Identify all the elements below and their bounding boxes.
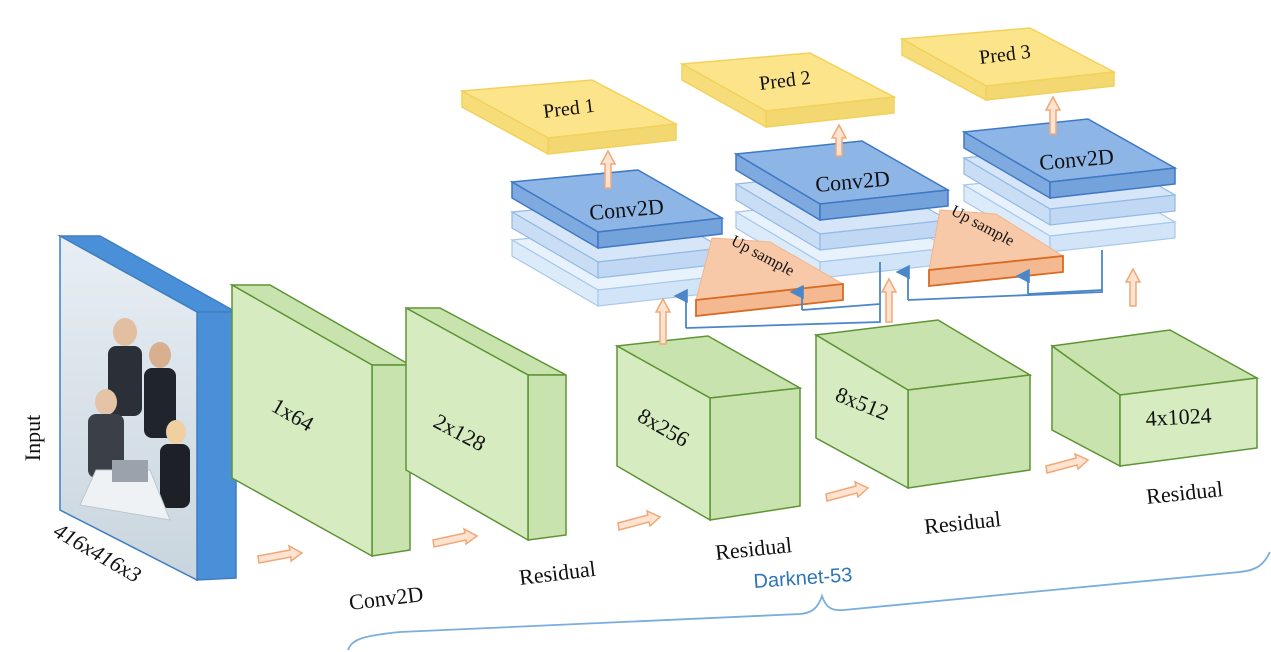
block-2-layer-label: Residual xyxy=(518,556,597,590)
head-3: Conv2D Pred 3 xyxy=(899,27,1178,254)
arrow-up-icon xyxy=(599,149,617,189)
input-image xyxy=(57,234,239,582)
backbone-block-2: 2x128 xyxy=(405,306,567,542)
arrow-right-icon xyxy=(825,480,870,502)
office-team-photo xyxy=(59,234,198,582)
head-2: Conv2D Pred 2 xyxy=(679,52,951,280)
arrow-up-icon xyxy=(1124,267,1142,307)
block-4-layer-label: Residual xyxy=(923,506,1002,539)
arrow-up-icon xyxy=(1044,95,1062,135)
arrow-right-icon xyxy=(1045,452,1090,474)
upsample-1: Up sample xyxy=(695,233,845,318)
backbone-block-4: 8x512 xyxy=(813,319,1033,490)
flow-arrows xyxy=(257,452,1090,564)
arrow-up-icon xyxy=(830,123,848,157)
block-1-layer-label: Conv2D xyxy=(348,581,425,615)
darknet-brace xyxy=(347,551,1271,651)
arrow-right-icon xyxy=(617,509,662,531)
block-5-layer-label: Residual xyxy=(1145,476,1224,509)
arrow-right-icon xyxy=(257,544,304,564)
head-1: Conv2D Pred 1 xyxy=(459,79,725,308)
block-3-layer-label: Residual xyxy=(714,532,793,565)
backbone-block-3: 8x256 xyxy=(614,335,803,522)
input-label: Input xyxy=(20,415,45,461)
backbone-block-1: 1x64 xyxy=(229,283,413,558)
block-5-volume: 4x1024 xyxy=(1145,403,1212,431)
arrow-up-icon xyxy=(654,297,672,345)
skip-connectors xyxy=(673,250,1103,329)
arrow-right-icon xyxy=(432,527,479,548)
darknet-label: Darknet-53 xyxy=(753,564,853,593)
up-arrows xyxy=(599,95,1142,345)
arrow-up-icon xyxy=(880,277,898,323)
backbone-block-5: 4x1024 xyxy=(1050,329,1260,468)
